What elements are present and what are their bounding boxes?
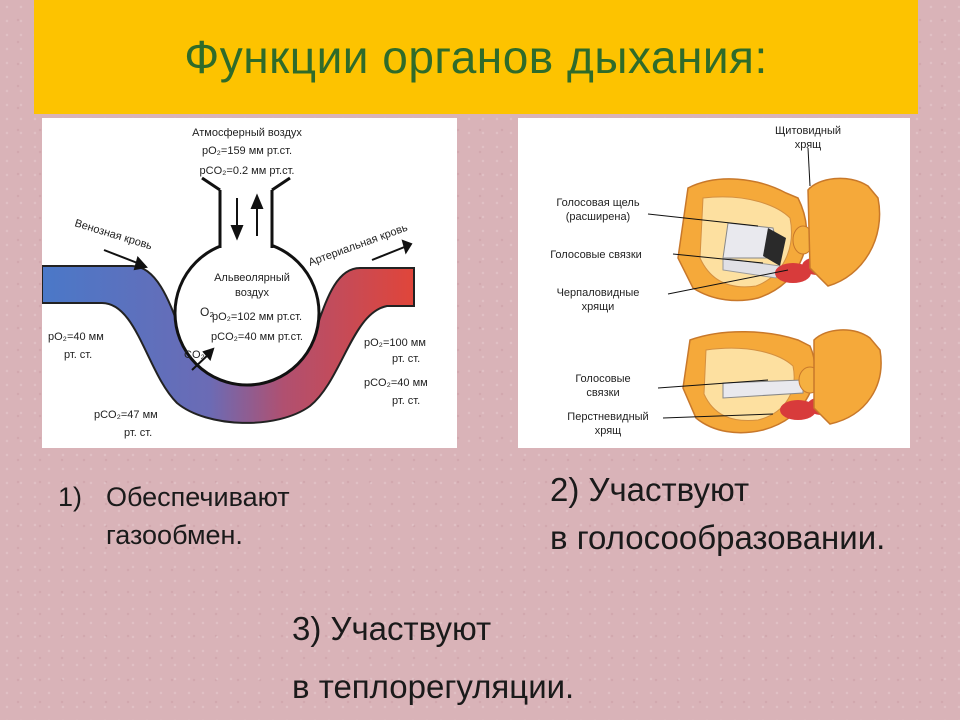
blood-flow-arrows	[103, 239, 413, 371]
vocal-cords-label: Голосовые связки	[550, 249, 642, 261]
item-text-line-2: в теплорегуляции.	[292, 668, 575, 705]
vocal-cords-closed-label-2: связки	[586, 387, 619, 399]
item-number: 1)	[58, 482, 83, 512]
larynx-svg: Щитовидный хрящ Голосовая щель (расширен…	[550, 125, 882, 437]
arytenoid-cartilage-label-1: Черпаловидные	[557, 287, 640, 299]
larynx-open-illustration	[677, 177, 881, 302]
function-item-thermoregulation: 3) Участвуют в теплорегуляции.	[292, 600, 712, 716]
function-item-voice: 2) Участвуют в голосообразовании.	[550, 466, 960, 562]
thyroid-cartilage-label-2: хрящ	[795, 139, 822, 151]
venous-po2-label-2: рт. ст.	[64, 349, 92, 361]
arterial-blood-label: Артериальная кровь	[307, 222, 410, 269]
venous-po2-label-1: pO₂=40 мм	[48, 331, 104, 343]
arytenoid-cartilage-label-2: хрящи	[582, 301, 615, 313]
title-bar: Функции органов дыхания:	[34, 0, 918, 114]
item-text-line-2: в голосообразовании.	[550, 519, 886, 556]
arterial-pco2-label-1: pCO₂=40 мм	[364, 377, 428, 389]
atmospheric-air-label: Атмосферный воздух	[192, 127, 302, 139]
air-flow-arrows	[230, 193, 264, 241]
alveolar-air-title-1: Альвеолярный	[214, 272, 290, 284]
larynx-diagram: Щитовидный хрящ Голосовая щель (расширен…	[518, 118, 910, 448]
arterial-pco2-label-2: рт. ст.	[392, 395, 420, 407]
cricoid-cartilage-label-1: Перстневидный	[567, 411, 648, 423]
larynx-closed-illustration	[682, 329, 882, 434]
item-text-line-1: Обеспечивают	[106, 482, 290, 512]
alv-po2-label: pO₂=102 мм рт.ст.	[212, 311, 302, 323]
o2-label: O₂	[200, 305, 214, 319]
venous-blood-label: Венозная кровь	[73, 217, 154, 252]
venous-pco2-label-1: pCO₂=47 мм	[94, 409, 158, 421]
glottis-label-1: Голосовая щель	[556, 197, 639, 209]
arterial-po2-label-1: pO₂=100 мм	[364, 337, 426, 349]
cricoid-cartilage-label-2: хрящ	[595, 425, 622, 437]
leader-lines	[647, 147, 811, 419]
item-text-line-1: 2) Участвуют	[550, 471, 750, 508]
thyroid-cartilage-label-1: Щитовидный	[775, 125, 841, 137]
co2-label: CO₂	[184, 349, 205, 361]
gas-exchange-diagram: Атмосферный воздух pO₂=159 мм рт.ст. pCO…	[42, 118, 457, 448]
slide-title: Функции органов дыхания:	[184, 31, 768, 83]
vocal-cords-closed-label-1: Голосовые	[575, 373, 630, 385]
atm-po2-label: pO₂=159 мм рт.ст.	[202, 145, 292, 157]
item-text-line-1: 3) Участвуют	[292, 610, 492, 647]
glottis-label-2: (расширена)	[566, 211, 630, 223]
item-text-line-2: газообмен.	[106, 520, 243, 550]
airway-duct	[220, 190, 272, 248]
gas-exchange-svg: Атмосферный воздух pO₂=159 мм рт.ст. pCO…	[42, 127, 428, 439]
venous-pco2-label-2: рт. ст.	[124, 427, 152, 439]
alv-pco2-label: pCO₂=40 мм рт.ст.	[211, 331, 303, 343]
arterial-po2-label-2: рт. ст.	[392, 353, 420, 365]
alveolar-air-title-2: воздух	[235, 287, 269, 299]
atm-pco2-label: pCO₂=0.2 мм рт.ст.	[200, 165, 295, 177]
